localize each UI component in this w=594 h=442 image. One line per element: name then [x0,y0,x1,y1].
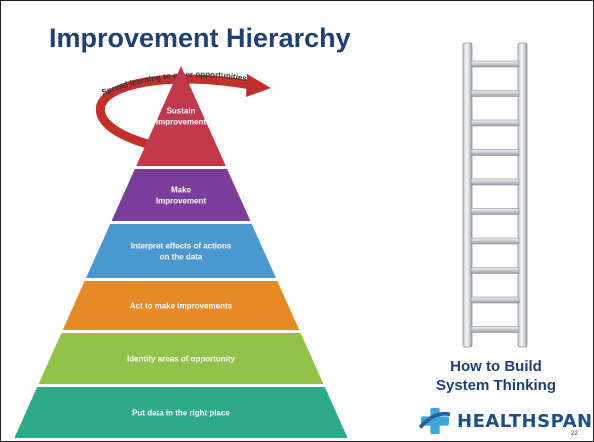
pyramid-level-1-label: Sustain [167,107,196,116]
ladder [462,42,528,348]
caption-line-1: How to Build [450,358,542,375]
ladder-rung [470,237,520,245]
pyramid-level-1 [136,66,226,166]
pyramid-level-2-label: Make [171,186,192,195]
slide-number: 22 [571,431,578,437]
healthspan-logo-icon [418,407,451,435]
slide-title: Improvement Hierarchy [49,23,351,53]
pyramid-level-1-label: Improvement [156,118,207,127]
pyramid-level-4-label: Act to make improvements [130,302,233,311]
ladder-rung [470,60,520,68]
caption-line-2: System Thinking [435,377,557,394]
pyramid-level-4 [62,281,300,330]
ladder-rung [470,90,520,97]
ladder-rung [470,326,520,333]
pyramid-level-6-label: Put data in the right place [132,409,230,418]
pyramid-level-5 [38,333,324,384]
pyramid-level-3-label: on the data [160,253,203,262]
spread-arrow [95,74,256,156]
ladder-rung [470,149,520,156]
pyramid-level-6 [14,387,348,438]
pyramid-level-3-label: Interpret effects of actions [131,242,232,251]
pyramid-level-5-label: Identify areas of opportunity [127,355,236,364]
pyramid-level-2-label: Improvement [156,197,207,206]
spread-arrow-head [246,74,271,97]
ladder-rail-left [462,42,473,348]
pyramid-level-3 [86,224,276,278]
logo-text: HEALTHSPAN [457,411,593,432]
caption: How to Build System Thinking [411,357,581,395]
ladder-rung [470,208,520,215]
ladder-rung [470,296,520,304]
ladder-rail-right [517,42,528,348]
ladder-rung [470,178,520,186]
ladder-rung [470,267,520,274]
ladder-rung [470,119,520,127]
pyramid-level-2 [111,169,251,221]
